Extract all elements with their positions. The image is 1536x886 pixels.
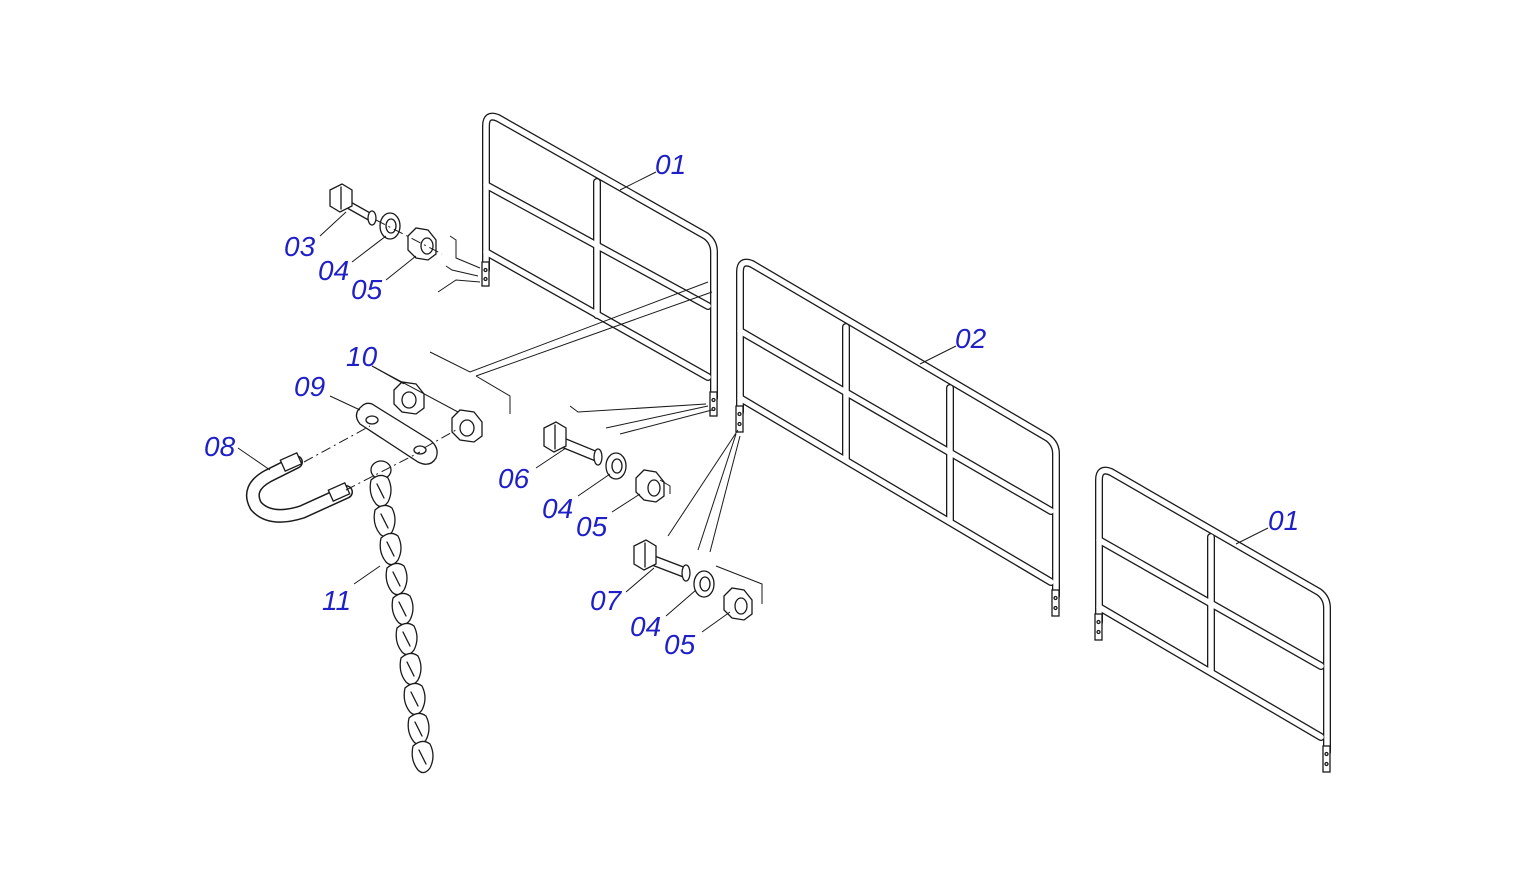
callout-nut-bottom: 05 xyxy=(664,629,696,660)
plate-nut-lower xyxy=(451,409,483,443)
plate xyxy=(355,402,438,465)
chain-link-detail xyxy=(414,721,423,737)
callout-washer-bottom: 04 xyxy=(630,611,661,642)
bolt-top xyxy=(329,183,377,226)
callout-bolt-middle: 06 xyxy=(498,463,530,494)
callout-labels: 01 02 01 03 04 05 10 09 08 11 06 04 05 0… xyxy=(204,149,1299,660)
washer-bottom xyxy=(693,570,715,598)
chain-link-detail xyxy=(410,691,419,707)
callout-railing-left: 01 xyxy=(655,149,686,180)
bolt-bottom xyxy=(633,539,691,582)
u-bolt xyxy=(246,451,353,523)
railing-middle xyxy=(735,258,1060,617)
callout-plate-nuts: 10 xyxy=(346,341,378,372)
railing-right xyxy=(1094,466,1331,773)
callout-plate: 09 xyxy=(294,371,325,402)
washer-middle xyxy=(605,452,627,480)
chain xyxy=(369,460,434,774)
chain-link-detail xyxy=(418,749,427,765)
callout-nut-middle: 05 xyxy=(576,511,608,542)
nut-bottom xyxy=(723,587,753,621)
callout-washer-top: 04 xyxy=(318,255,349,286)
chain-link-detail xyxy=(376,483,385,499)
callout-railing-right: 01 xyxy=(1268,505,1299,536)
callout-railing-middle: 02 xyxy=(955,323,987,354)
bolt-middle xyxy=(543,421,603,466)
callout-u-bolt: 08 xyxy=(204,431,236,462)
chain-link-detail xyxy=(392,571,401,587)
railing-left xyxy=(481,112,718,417)
chain-link-detail xyxy=(406,661,415,677)
callout-bolt-bottom: 07 xyxy=(590,585,623,616)
washer-top xyxy=(379,212,401,240)
chain-link-detail xyxy=(386,541,395,557)
plate-nut-upper xyxy=(393,381,425,415)
callout-nut-top: 05 xyxy=(351,274,383,305)
leader-lines xyxy=(237,171,1269,633)
chain-link-detail xyxy=(402,631,411,647)
nut-top xyxy=(407,227,437,261)
chain-link-detail xyxy=(380,513,389,529)
callout-chain: 11 xyxy=(322,585,351,616)
chain-link-detail xyxy=(398,601,407,617)
nut-middle xyxy=(635,469,665,503)
callout-washer-middle: 04 xyxy=(542,493,573,524)
callout-bolt-top: 03 xyxy=(284,231,316,262)
